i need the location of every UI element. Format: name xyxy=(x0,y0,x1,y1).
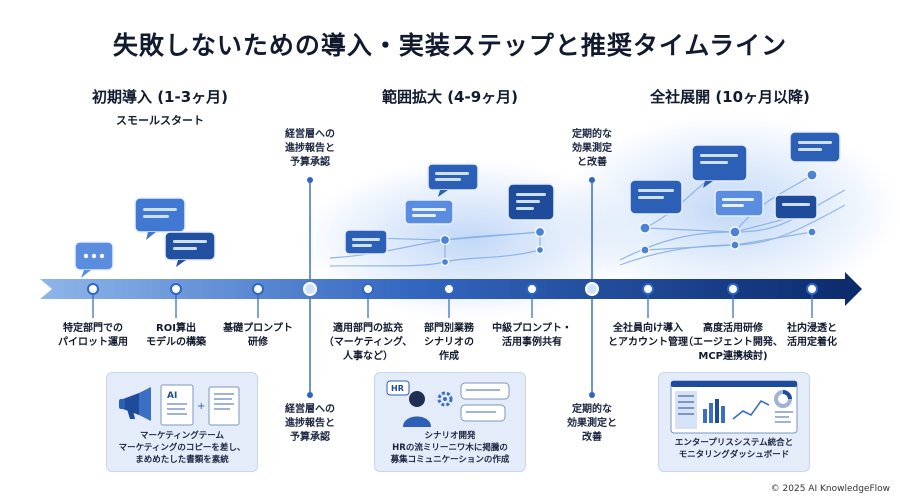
phase-title-rollout: 全社展開 (10ヶ月以降) xyxy=(650,88,810,106)
hr-badge-icon: HR xyxy=(386,380,410,396)
chat-bubble-icon xyxy=(691,144,748,188)
dashboard-card-caption: エンタープリスシステム統合とモニタリングダッシュボード xyxy=(674,438,794,460)
document-ai-icon: AI xyxy=(160,384,194,426)
phase-title-expansion: 範囲拡大 (4-9ヶ月) xyxy=(381,88,519,106)
marketing-illustration: AI + xyxy=(119,384,240,426)
dashboard-sidebar xyxy=(675,391,697,429)
milestone-label: 高度活用研修（エージェント開発、MCP連携検討) xyxy=(683,323,783,362)
enterprise-dashboard-card: エンタープリスシステム統合とモニタリングダッシュボード xyxy=(658,372,810,472)
marketing-team-card: AI + マーケティングテームマーケティングのコピーを差し、まめめたした書類を素… xyxy=(106,372,258,472)
checkpoint-dot xyxy=(307,392,313,398)
checkpoint-note-bottom-2: 定期的な効果測定と改善 xyxy=(567,404,617,443)
chat-bubble-icon xyxy=(789,131,841,163)
chat-bubble-icon xyxy=(164,231,216,267)
hr-illustration: HR xyxy=(386,380,510,427)
svg-text:AI: AI xyxy=(167,391,177,401)
chat-bubble-icon xyxy=(134,197,186,240)
milestone-label: 部門別業務シナリオの作成 xyxy=(424,323,474,362)
phase-subtitle-initial: スモールスタート xyxy=(116,114,204,127)
page-title: 失敗しないための導入・実装ステップと推奨タイムライン xyxy=(112,31,788,60)
milestone-label: 社内浸透と活用定着化 xyxy=(787,323,837,348)
milestone-label: 中級プロンプト・活用事例共有 xyxy=(492,323,572,348)
copyright-notice: © 2025 AI KnowledgeFlow xyxy=(770,484,890,494)
bar-chart-icon xyxy=(703,399,725,423)
plus-icon: + xyxy=(197,401,205,412)
checkpoint-node xyxy=(585,282,599,296)
checkpoint-dot xyxy=(589,392,595,398)
gear-icon xyxy=(437,391,453,407)
line-chart-icon xyxy=(732,399,770,420)
svg-text:HR: HR xyxy=(391,384,404,393)
chat-bubble-icon xyxy=(774,194,818,220)
milestone-label: 適用部門の拡充（マーケティング、人事など） xyxy=(323,323,413,362)
chat-bubble-icon xyxy=(714,189,764,217)
node-connectors xyxy=(92,294,813,318)
checkpoint-note-top-2: 定期的な効果測定と改善 xyxy=(572,129,612,168)
donut-chart-icon xyxy=(774,390,792,408)
phase-title-initial: 初期導入 (1-3ヶ月) xyxy=(91,88,229,106)
chat-bubble-icon xyxy=(404,199,454,225)
chat-bubble-icon xyxy=(629,179,683,215)
milestone-label: ROI算出モデルの構築 xyxy=(146,323,206,348)
checkpoint-dot xyxy=(589,177,595,183)
milestone-label: 全社員向け導入とアカウント管理 xyxy=(608,323,688,348)
megaphone-icon xyxy=(119,387,151,421)
chat-bubbles xyxy=(74,131,841,278)
chat-bubble-icon xyxy=(344,229,388,255)
marketing-card-caption: マーケティングテームマーケティングのコピーを差し、まめめたした書類を素統 xyxy=(118,431,246,465)
person-icon xyxy=(403,391,431,427)
dashboard-illustration xyxy=(670,380,798,434)
chat-bubble-icon xyxy=(507,183,555,221)
milestone-label: 基礎プロンプト研修 xyxy=(223,323,293,348)
checkpoint-note-top-1: 経営層への進捗報告と予算承認 xyxy=(285,129,335,168)
checkpoint-dot xyxy=(307,177,313,183)
chat-bubble-icon xyxy=(460,382,510,422)
milestone-label: 特定部門でのパイロット運用 xyxy=(58,323,128,348)
checkpoint-note-bottom-1: 経営層への進捗報告と予算承認 xyxy=(285,404,335,443)
checkpoint-node xyxy=(303,282,317,296)
document-icon xyxy=(208,386,240,426)
chat-bubble-icon xyxy=(427,163,479,197)
chat-bubble-icon xyxy=(74,241,114,278)
